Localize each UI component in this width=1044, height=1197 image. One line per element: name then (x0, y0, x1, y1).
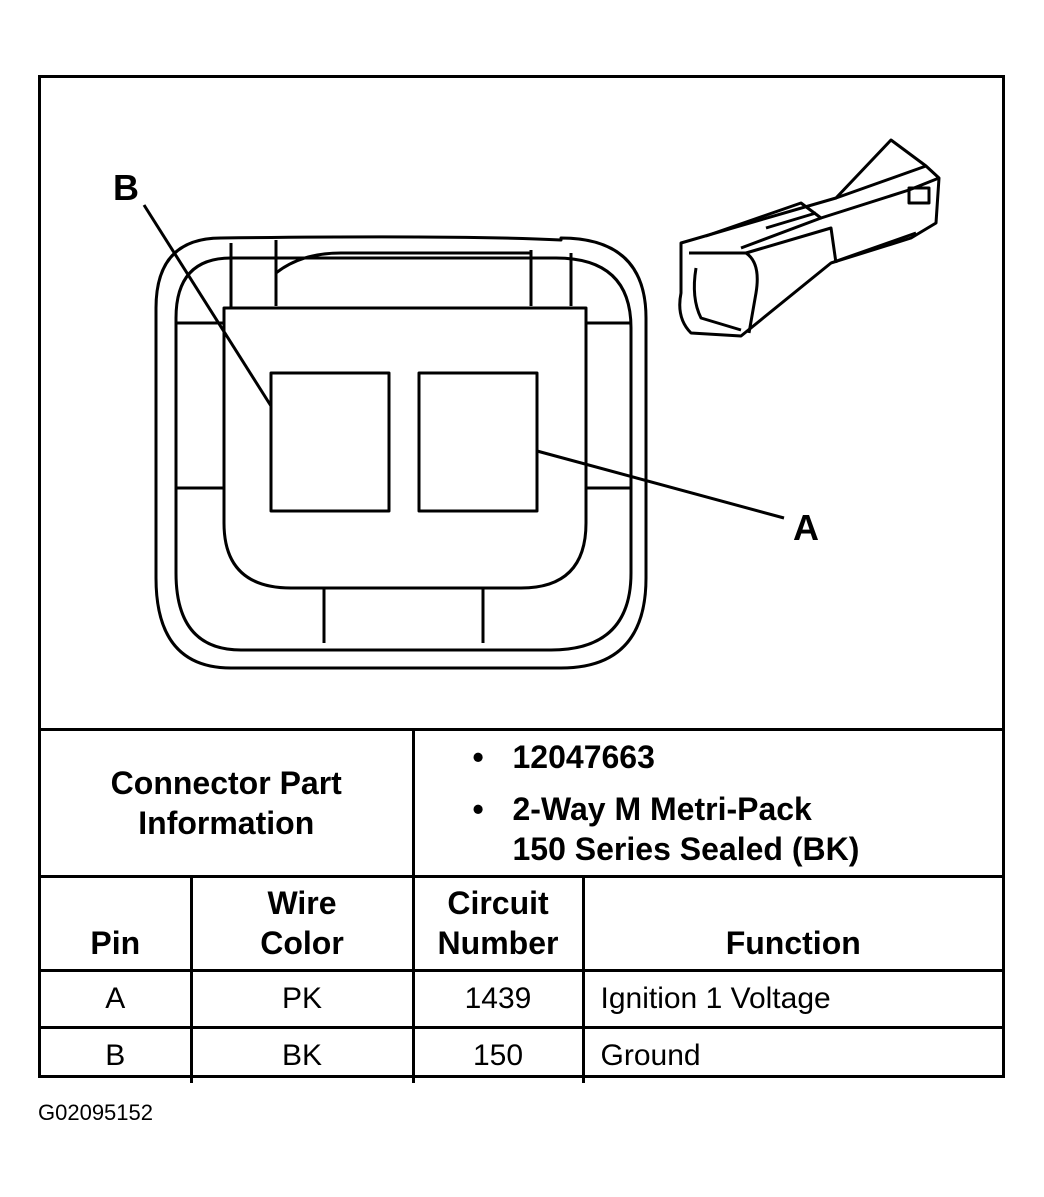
connector-drawing: B A (113, 138, 941, 670)
connector-part-table: Connector Part Information • 12047663 • … (41, 728, 1002, 1083)
connector-type-item: • 2-Way M Metri-Pack (473, 789, 1003, 829)
table-row: B BK 150 Ground (41, 1026, 1002, 1083)
row-a-circuit: 1439 (411, 969, 585, 1029)
connector-face (222, 306, 588, 590)
connector-outer-housing (154, 235, 648, 670)
row-b-pin: B (41, 1026, 193, 1083)
cavity-a (417, 371, 539, 513)
leader-b (142, 204, 273, 407)
connector-inner-outline (174, 256, 633, 652)
callout-b-label: B (113, 167, 139, 208)
connector-type-line1: 2-Way M Metri-Pack (512, 791, 812, 827)
figure-id: G02095152 (38, 1100, 153, 1125)
header-circuit-number: Circuit Number (411, 875, 585, 972)
row-b-circuit: 150 (411, 1026, 585, 1083)
part-number-item: • 12047663 (473, 737, 1003, 777)
connector-figure-frame: B A Connector Part Information • 1204766… (38, 75, 1005, 1083)
connector-type-line2: 150 Series Sealed (BK) (512, 831, 860, 867)
header-pin: Pin (41, 875, 193, 972)
header-wire-color: Wire Color (189, 875, 415, 972)
cavity-b (269, 371, 391, 513)
row-a-function: Ignition 1 Voltage (581, 969, 1002, 1029)
table-row: A PK 1439 Ignition 1 Voltage (41, 969, 1002, 1029)
row-a-pin: A (41, 969, 193, 1029)
row-a-wire-color: PK (189, 969, 415, 1029)
bullet-icon: • (472, 739, 484, 775)
connector-info-value-cell: • 12047663 • 2-Way M Metri-Pack 150 Seri… (411, 728, 1003, 878)
callout-a-label: A (793, 507, 819, 548)
leader-a (536, 449, 785, 520)
row-b-wire-color: BK (189, 1026, 415, 1083)
connector-info-label-line2: Information (138, 805, 315, 841)
connector-info-label-cell: Connector Part Information (41, 728, 415, 878)
header-function: Function (581, 875, 1002, 972)
connector-info-label-line1: Connector Part (110, 765, 342, 801)
connector-3d-view (678, 138, 941, 338)
part-number: 12047663 (512, 739, 655, 775)
row-b-function: Ground (581, 1026, 1002, 1083)
bullet-icon: • (472, 791, 484, 827)
connector-type-item-cont: 150 Series Sealed (BK) (473, 829, 1003, 869)
